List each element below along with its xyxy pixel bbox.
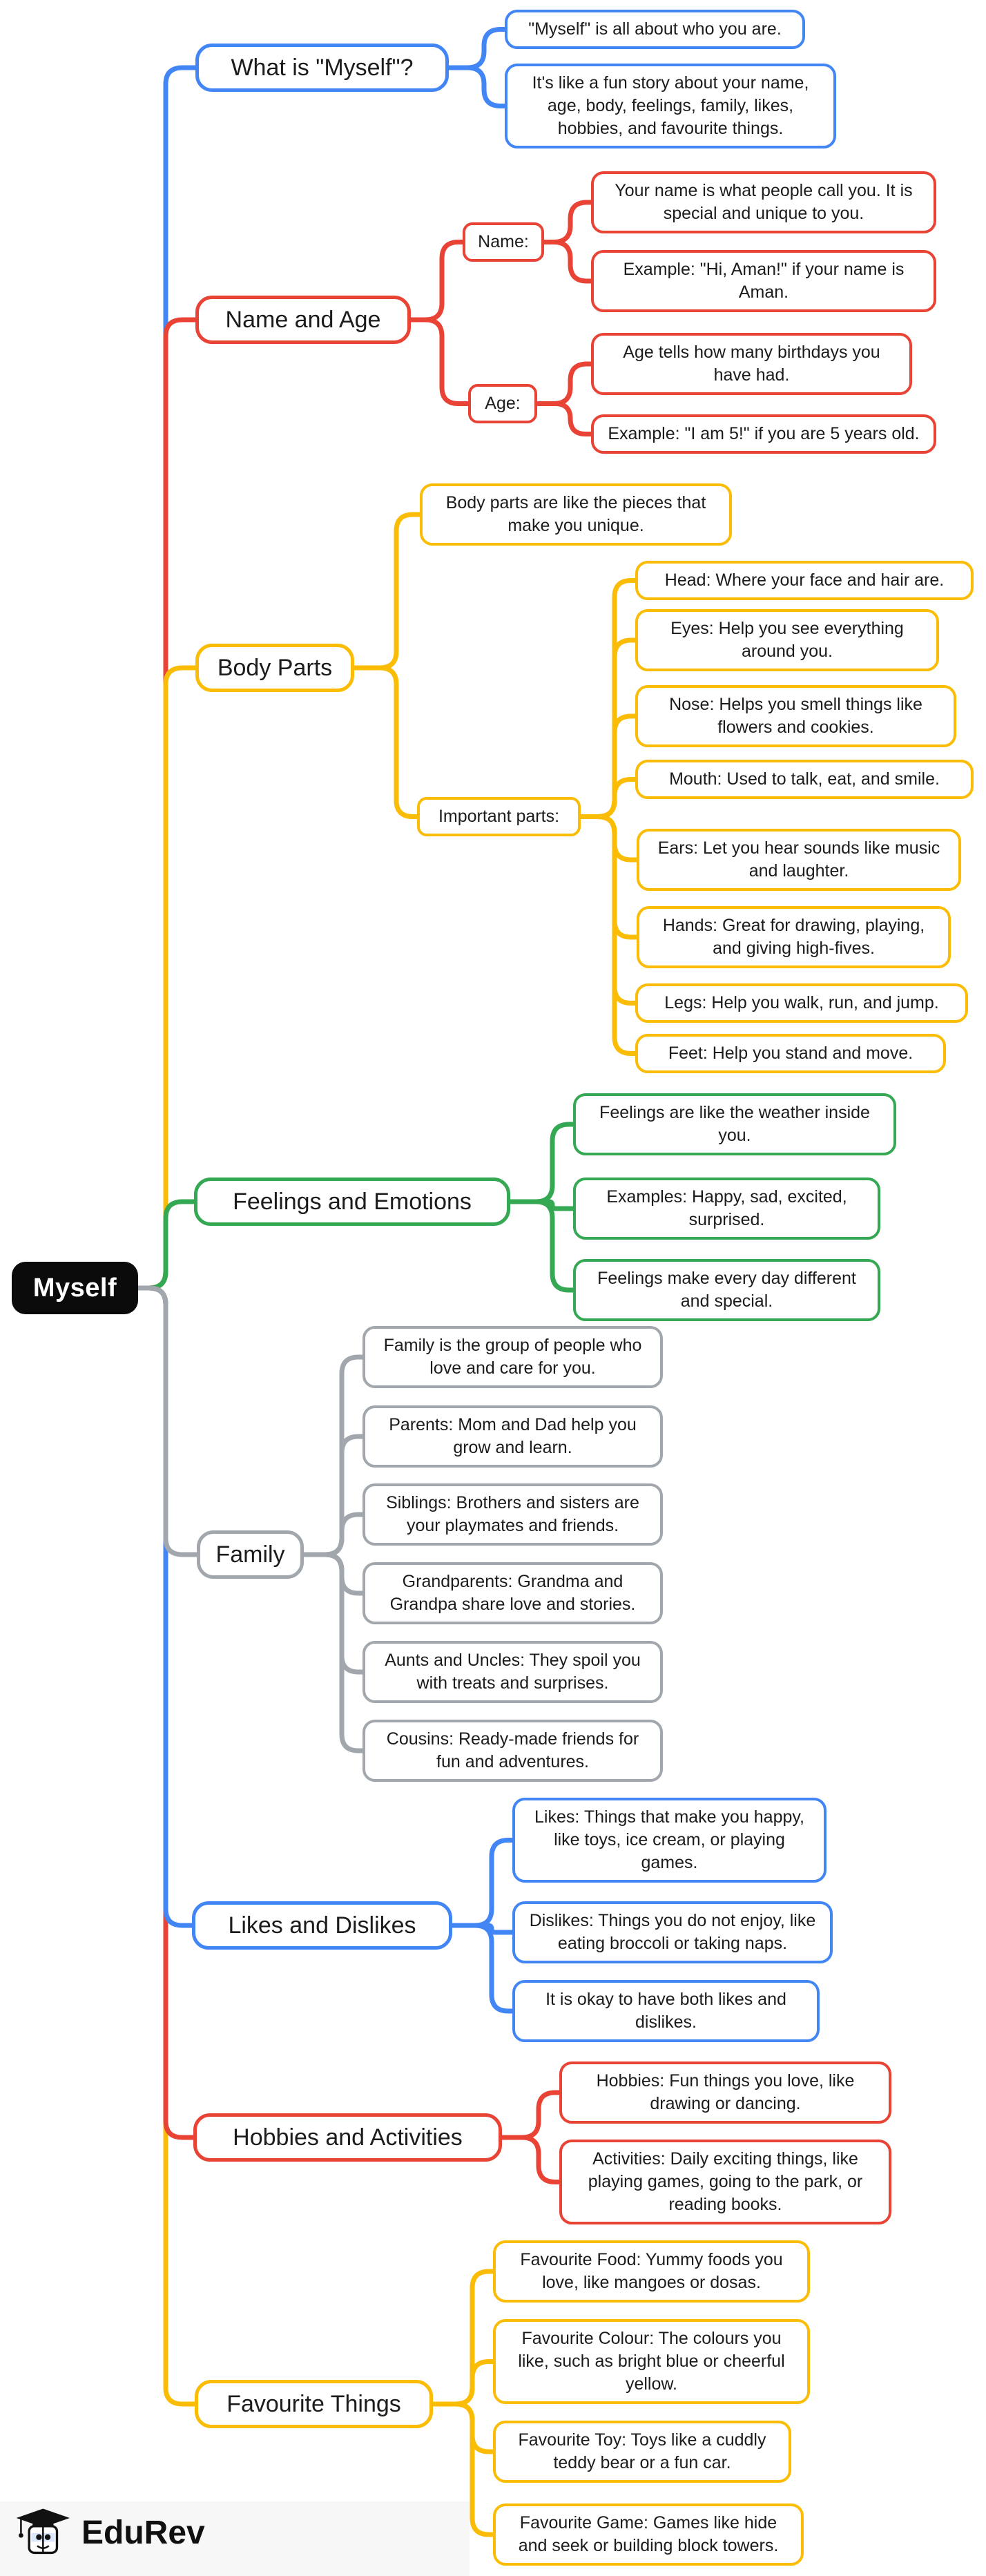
edge: [134, 665, 200, 1291]
node-cousins-ready-made-friends: Cousins: Ready-made friends for fun and …: [362, 1720, 663, 1782]
node-age-tells-how-many: Age tells how many birthdays you have ha…: [591, 333, 912, 395]
node-family-is-the-group: Family is the group of people who love a…: [362, 1326, 663, 1388]
edge: [506, 1199, 577, 1211]
branch-heading-name-and-age: Name and Age: [195, 296, 411, 344]
node-hands-great-for-drawing: Hands: Great for drawing, playing, and g…: [637, 906, 951, 968]
edge: [533, 361, 595, 406]
branch-heading-what-is-myself: What is "Myself"?: [195, 44, 449, 92]
edge: [300, 1552, 367, 1753]
node-dislikes-things-you-do: Dislikes: Things you do not enjoy, like …: [512, 1901, 833, 1963]
node-it-s-like-a: It's like a fun story about your name, a…: [505, 64, 836, 148]
edge: [577, 814, 639, 1006]
edge: [300, 1512, 367, 1557]
node-parents-mom-and-dad: Parents: Mom and Dad help you grow and l…: [362, 1405, 663, 1468]
edge: [577, 814, 639, 1056]
node-body-parts-are-like: Body parts are like the pieces that make…: [420, 483, 732, 546]
edge: [134, 1285, 201, 1557]
node-legs-help-you-walk: Legs: Help you walk, run, and jump.: [635, 983, 968, 1023]
node-favourite-toy-toys-like: Favourite Toy: Toys like a cuddly teddy …: [493, 2421, 791, 2483]
node-example-hi-aman-if: Example: "Hi, Aman!" if your name is Ama…: [591, 250, 936, 312]
edge: [577, 713, 639, 819]
node-likes-things-that-make: Likes: Things that make you happy, like …: [512, 1798, 826, 1883]
node-name: Name:: [463, 222, 544, 262]
edurev-logo-text: EduRev: [81, 2514, 205, 2551]
edge: [350, 512, 424, 671]
edge: [448, 1838, 516, 1928]
edge: [506, 1199, 577, 1293]
edge: [300, 1434, 367, 1557]
edge: [533, 401, 595, 436]
edge: [429, 2359, 497, 2407]
edge: [300, 1552, 367, 1675]
node-important-parts: Important parts:: [417, 797, 581, 836]
edurev-mascot-icon: [16, 2508, 70, 2555]
node-myself-is-all-about: "Myself" is all about who you are.: [505, 10, 805, 49]
edge: [577, 814, 641, 863]
edge: [407, 317, 472, 406]
node-feet-help-you-stand: Feet: Help you stand and move.: [635, 1034, 946, 1073]
node-feelings-make-every-day: Feelings make every day different and sp…: [573, 1259, 880, 1321]
edge: [540, 240, 595, 284]
edge: [577, 637, 639, 819]
watermark-band: [0, 2501, 470, 2576]
edurev-logo: EduRev: [15, 2506, 205, 2559]
node-mouth-used-to-talk: Mouth: Used to talk, eat, and smile.: [635, 760, 974, 799]
edge: [540, 200, 595, 244]
node-activities-daily-exciting-things: Activities: Daily exciting things, like …: [559, 2140, 891, 2224]
node-aunts-and-uncles-they: Aunts and Uncles: They spoil you with tr…: [362, 1641, 663, 1703]
edge: [577, 814, 641, 940]
edge: [498, 2090, 563, 2140]
node-hobbies-fun-things-you: Hobbies: Fun things you love, like drawi…: [559, 2061, 891, 2124]
branch-heading-family: Family: [197, 1530, 304, 1579]
root-node-myself: Myself: [12, 1262, 138, 1314]
node-siblings-brothers-and-sisters: Siblings: Brothers and sisters are your …: [362, 1483, 663, 1546]
edge: [445, 65, 509, 108]
node-ears-let-you-hear: Ears: Let you hear sounds like music and…: [637, 829, 961, 891]
edge: [445, 27, 509, 70]
branch-heading-hobbies-and-activities: Hobbies and Activities: [193, 2113, 502, 2162]
node-favourite-food-yummy-foods: Favourite Food: Yummy foods you love, li…: [493, 2240, 810, 2303]
branch-heading-body-parts: Body Parts: [195, 644, 354, 692]
edge: [498, 2135, 563, 2184]
edge: [506, 1122, 577, 1204]
node-grandparents-grandma-and-grandpa: Grandparents: Grandma and Grandpa share …: [362, 1562, 663, 1624]
edge: [429, 2401, 497, 2537]
edge: [448, 1923, 516, 1935]
node-favourite-game-games-like: Favourite Game: Games like hide and seek…: [493, 2503, 804, 2566]
node-your-name-is-what: Your name is what people call you. It is…: [591, 171, 936, 233]
branch-heading-feelings-and-emotions: Feelings and Emotions: [194, 1178, 510, 1226]
edge: [300, 1552, 367, 1596]
edge: [300, 1354, 367, 1557]
node-head-where-your-face: Head: Where your face and hair are.: [635, 561, 974, 600]
node-example-i-am-5: Example: "I am 5!" if you are 5 years ol…: [591, 414, 936, 454]
node-eyes-help-you-see: Eyes: Help you see everything around you…: [635, 609, 939, 671]
edge: [448, 1923, 516, 2014]
edge: [577, 777, 639, 819]
node-age: Age:: [468, 384, 537, 423]
edge: [134, 1199, 198, 1291]
branch-heading-likes-and-dislikes: Likes and Dislikes: [192, 1901, 452, 1950]
branch-heading-favourite-things: Favourite Things: [195, 2380, 433, 2428]
node-examples-happy-sad-excited: Examples: Happy, sad, excited, surprised…: [573, 1178, 880, 1240]
edge: [429, 2401, 497, 2454]
node-it-is-okay-to: It is okay to have both likes and dislik…: [512, 1980, 820, 2042]
edge: [407, 240, 467, 323]
edge: [350, 665, 421, 819]
node-feelings-are-like-the: Feelings are like the weather inside you…: [573, 1093, 896, 1155]
node-nose-helps-you-smell: Nose: Helps you smell things like flower…: [635, 685, 956, 747]
node-favourite-colour-the-colours: Favourite Colour: The colours you like, …: [493, 2319, 810, 2404]
edge: [429, 2269, 497, 2407]
